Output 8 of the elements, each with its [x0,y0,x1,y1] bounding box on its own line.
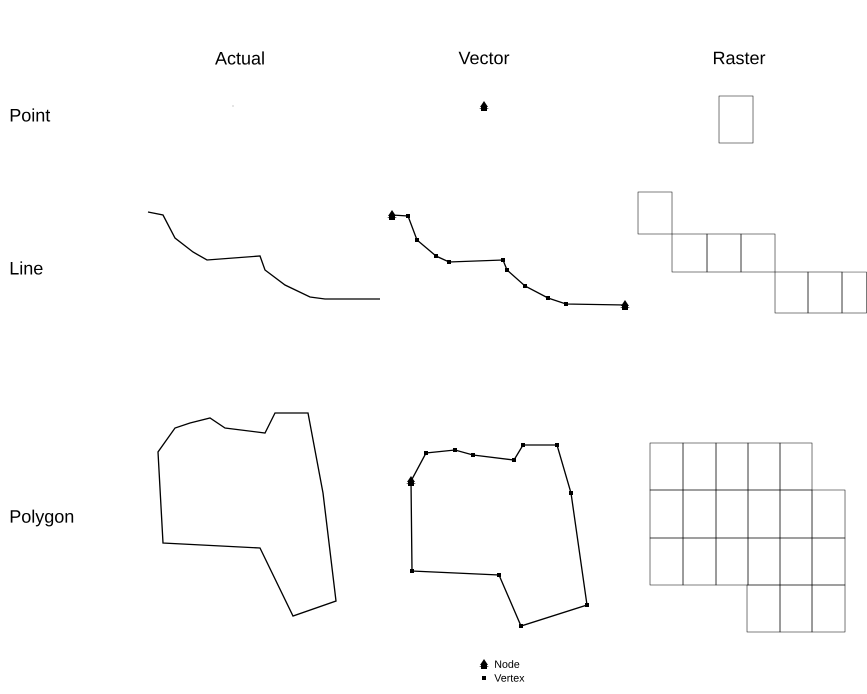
column-heading: Raster [714,52,766,64]
row-label: Polygon [10,510,74,526]
legend-text: Vertex [494,674,524,682]
legend-text: Node [495,660,520,668]
row-label: Point [10,108,50,122]
row-label: Line [10,261,42,275]
column-heading: Actual [215,51,264,65]
column-heading: Vector [458,52,510,64]
